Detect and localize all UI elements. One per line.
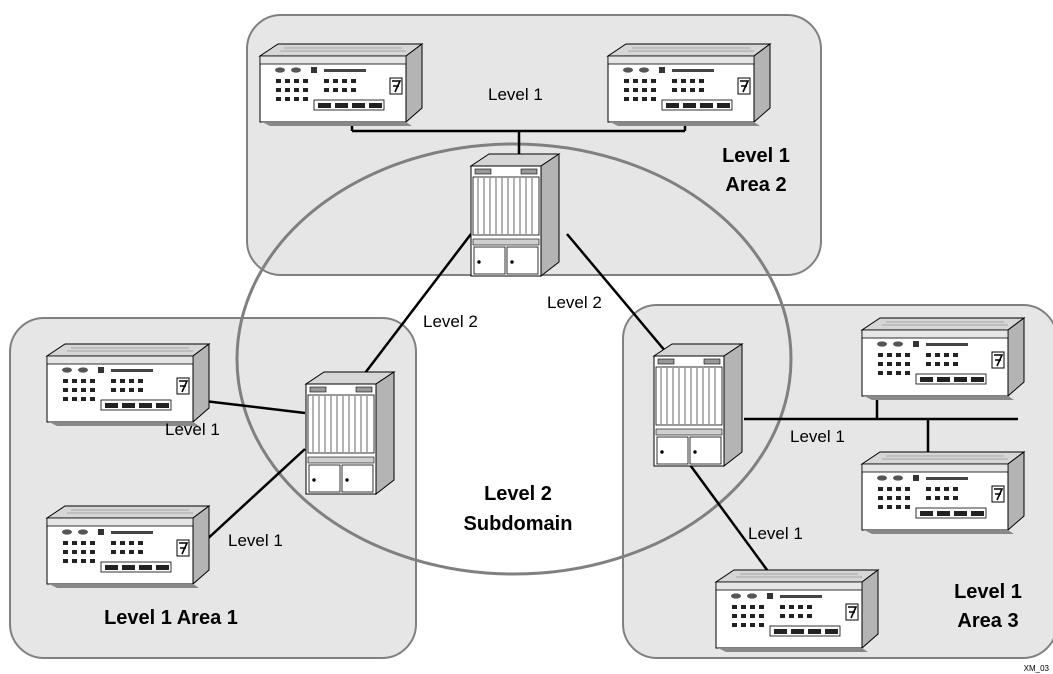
area2-title-line2: Area 2 — [725, 174, 786, 196]
link-area3-bottom — [683, 457, 772, 575]
area1-core-router — [305, 371, 395, 495]
link-level2-left — [345, 233, 472, 399]
area3-router-top — [861, 317, 1025, 401]
area1-title: Level 1 Area 1 — [104, 607, 238, 629]
label-area1-top: Level 1 — [165, 420, 220, 439]
level2-subdomain-boundary — [235, 142, 793, 576]
link-labels: Level 1 Level 2 Level 2 Level 1 Level 1 … — [165, 85, 845, 550]
area2-router-left — [259, 43, 423, 127]
label-level2-right: Level 2 — [547, 293, 602, 312]
area3-title-line2: Area 3 — [957, 610, 1018, 632]
label-area3-lan: Level 1 — [790, 427, 845, 446]
area2-title-line1: Level 1 — [722, 145, 790, 167]
link-level2-right — [566, 233, 667, 353]
area3-core-router — [653, 343, 743, 467]
subdomain-title-line1: Level 2 — [484, 483, 552, 505]
area1-router-bottom — [46, 505, 210, 589]
area2-core-router — [470, 153, 560, 277]
label-area1-bottom: Level 1 — [228, 531, 283, 550]
area3-router-middle — [861, 451, 1025, 535]
area-labels: Level 1 Area 2 Level 1 Area 1 Level 1 Ar… — [104, 145, 1022, 632]
area3-title-line1: Level 1 — [954, 581, 1022, 603]
figure-id: XM_03 — [1024, 664, 1050, 673]
label-level2-left: Level 2 — [423, 312, 478, 331]
area1-router-top — [46, 343, 210, 427]
label-area3-bottom: Level 1 — [748, 524, 803, 543]
area2-router-right — [607, 43, 771, 127]
link-area1-top — [195, 398, 306, 415]
subdomain-title-line2: Subdomain — [464, 513, 573, 535]
link-area1-bottom — [202, 448, 306, 544]
label-area2-lan: Level 1 — [488, 85, 543, 104]
area3-router-bottom — [715, 569, 879, 653]
